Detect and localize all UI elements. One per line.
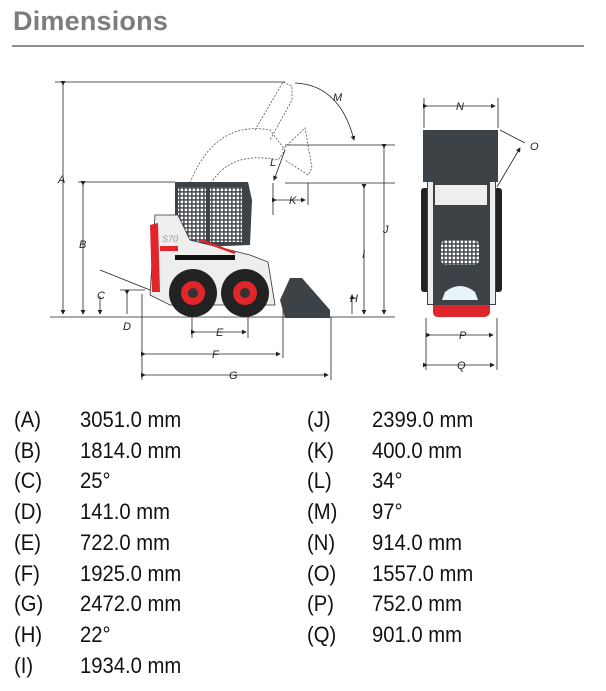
svg-text:B: B bbox=[79, 239, 86, 251]
spec-value: 1557.0 mm bbox=[372, 561, 474, 586]
loader-front-view bbox=[421, 130, 502, 317]
spec-value: 34° bbox=[372, 468, 403, 493]
spec-key: (D) bbox=[14, 499, 43, 524]
spec-value: 25° bbox=[80, 468, 111, 493]
brand-logo bbox=[160, 246, 178, 251]
title-divider bbox=[12, 45, 584, 47]
svg-text:F: F bbox=[212, 349, 220, 361]
spec-value: 3051.0 mm bbox=[80, 407, 182, 432]
svg-text:G: G bbox=[229, 370, 238, 382]
spec-value: 2399.0 mm bbox=[372, 407, 474, 432]
spec-key: (I) bbox=[14, 653, 34, 678]
svg-text:D: D bbox=[123, 321, 131, 333]
svg-text:L: L bbox=[270, 157, 276, 169]
spec-key: (L) bbox=[307, 468, 332, 493]
spec-key: (A) bbox=[14, 407, 41, 432]
spec-value: 1925.0 mm bbox=[80, 561, 182, 586]
spec-value: 2472.0 mm bbox=[80, 591, 182, 616]
spec-key: (M) bbox=[307, 499, 338, 524]
spec-key: (F) bbox=[14, 561, 40, 586]
spec-key: (G) bbox=[14, 591, 44, 616]
spec-key: (K) bbox=[307, 438, 334, 463]
svg-text:P: P bbox=[459, 330, 467, 342]
svg-text:E: E bbox=[216, 327, 224, 339]
spec-value: 400.0 mm bbox=[372, 438, 463, 463]
svg-text:J: J bbox=[382, 224, 389, 236]
svg-text:C: C bbox=[97, 290, 105, 302]
svg-text:K: K bbox=[289, 195, 297, 207]
svg-text:O: O bbox=[530, 141, 539, 153]
svg-text:N: N bbox=[456, 101, 464, 113]
spec-value: 22° bbox=[80, 622, 111, 647]
spec-value: 141.0 mm bbox=[80, 499, 171, 524]
model-logo: S70 bbox=[162, 234, 178, 244]
spec-value: 901.0 mm bbox=[372, 622, 463, 647]
page-title: Dimensions bbox=[13, 6, 169, 36]
spec-value: 1814.0 mm bbox=[80, 438, 182, 463]
svg-text:I: I bbox=[362, 249, 365, 261]
diagram-labels: A B C D EF G H I J K L M N O P Q bbox=[57, 92, 539, 382]
spec-key: (J) bbox=[307, 407, 331, 432]
spec-key: (Q) bbox=[307, 622, 337, 647]
svg-text:M: M bbox=[333, 92, 343, 104]
spec-value: 752.0 mm bbox=[372, 591, 463, 616]
svg-text:A: A bbox=[57, 174, 65, 186]
spec-key: (P) bbox=[307, 591, 334, 616]
svg-text:H: H bbox=[350, 293, 358, 305]
loader-side-view: S70 bbox=[149, 182, 330, 318]
spec-key: (B) bbox=[14, 438, 41, 463]
svg-text:Q: Q bbox=[457, 360, 466, 372]
spec-key: (O) bbox=[307, 561, 337, 586]
spec-key: (E) bbox=[14, 530, 41, 555]
dimensions-diagram: S70 A B C D EF G H I J K L M N O P Q bbox=[50, 81, 539, 382]
spec-value: 97° bbox=[372, 499, 403, 524]
spec-value: 722.0 mm bbox=[80, 530, 171, 555]
spec-key: (H) bbox=[14, 622, 43, 647]
spec-value: 1934.0 mm bbox=[80, 653, 182, 678]
spec-key: (C) bbox=[14, 468, 43, 493]
spec-key: (N) bbox=[307, 530, 336, 555]
spec-value: 914.0 mm bbox=[372, 530, 463, 555]
raised-arm-outline bbox=[189, 81, 313, 186]
dimension-lines bbox=[50, 81, 526, 380]
